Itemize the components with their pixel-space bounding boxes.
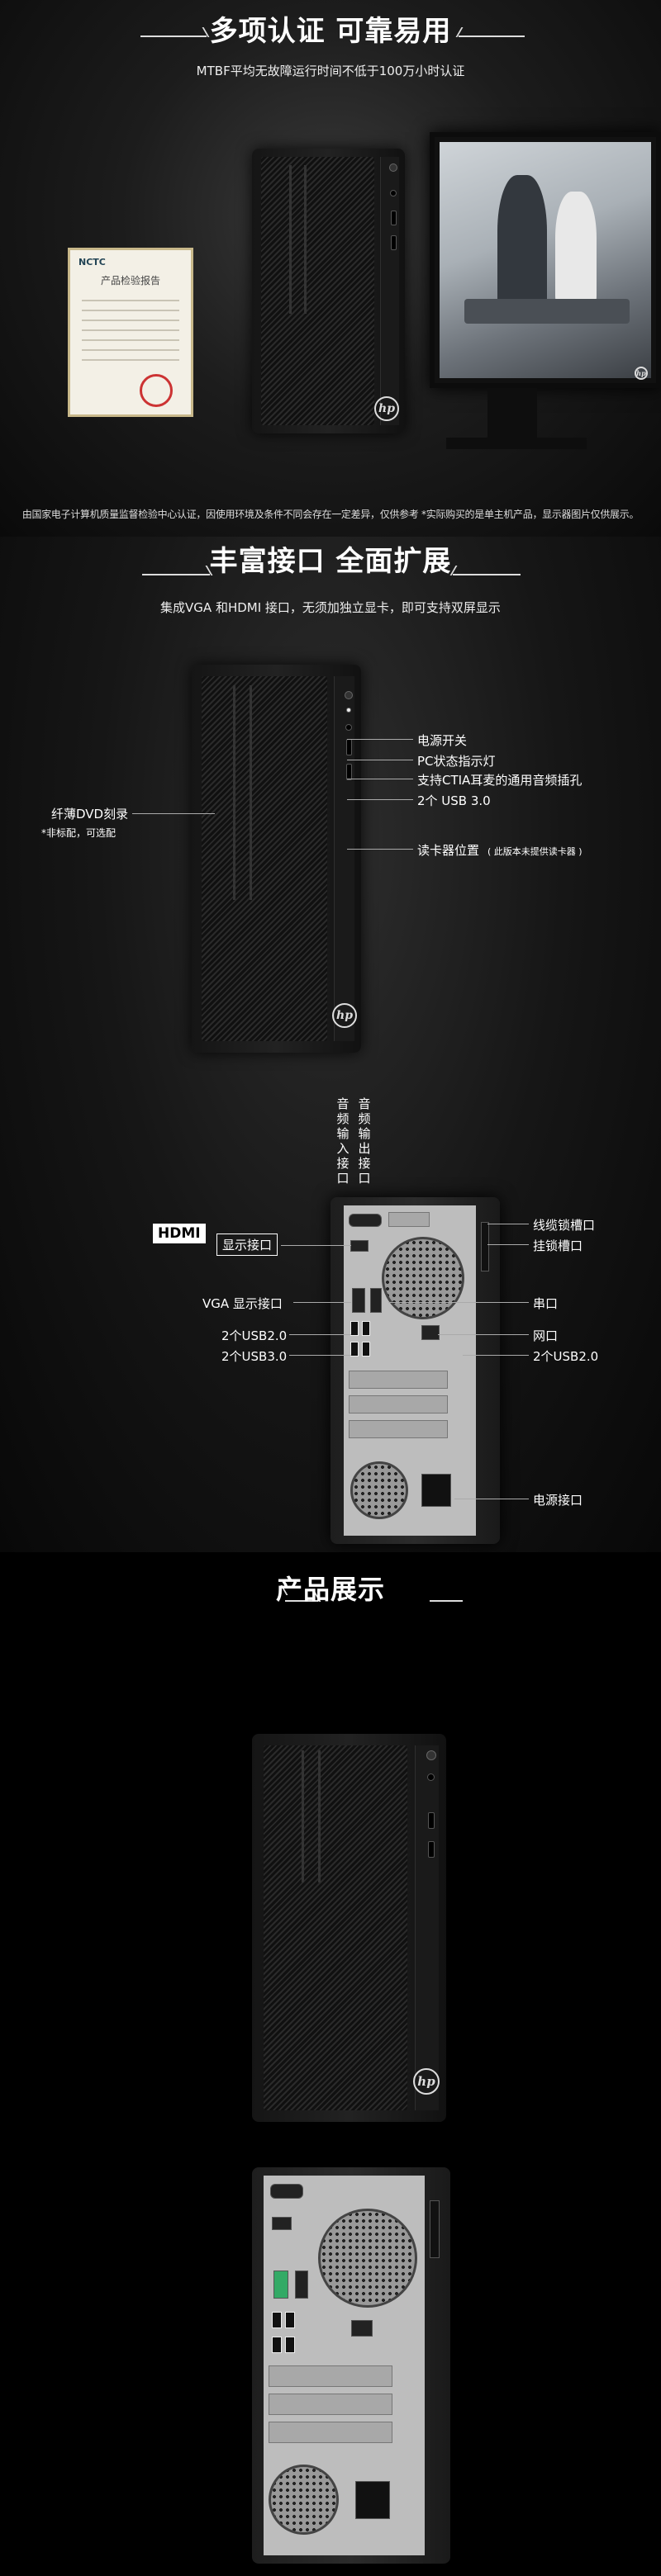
certificate-title: 产品检验报告: [100, 275, 160, 286]
reliability-footnote: 由国家电子计算机质量监督检验中心认证，因使用环境及条件不同会存在一定差异，仅供参…: [21, 509, 640, 520]
usb-port: [346, 739, 352, 755]
label-power-switch: 电源开关: [417, 733, 468, 748]
rear-fan: [318, 2209, 417, 2308]
usb-port: [362, 1342, 370, 1357]
label-usb3: 2个 USB 3.0: [417, 793, 491, 808]
expansion-slot: [349, 1420, 448, 1438]
label-audio-in: 音频输入接口: [336, 1096, 350, 1186]
psu-fan: [269, 2465, 339, 2535]
heading-decor-right: [430, 1600, 463, 1602]
person-silhouette: [555, 192, 597, 307]
showcase-section: 产品展示 hp: [0, 1552, 661, 2576]
heading-decor-left: [140, 36, 207, 37]
monitor-image: hp: [430, 132, 661, 388]
label-usb2-left: 2个USB2.0: [221, 1328, 288, 1343]
power-connector: [355, 2481, 390, 2519]
label-card-reader: 读卡器位置: [417, 843, 480, 858]
label-display-port: 显示接口: [216, 1234, 278, 1256]
power-button: [389, 163, 397, 172]
label-cable-lock: 线缆锁槽口: [533, 1218, 596, 1233]
tower-front-image: hp: [252, 1734, 446, 2122]
reliability-heading: 多项认证 可靠易用: [209, 15, 452, 48]
usb-port: [428, 1812, 435, 1829]
reliability-subtitle: MTBF平均无故障运行时间不低于100万小时认证: [196, 64, 465, 78]
hdmi-port: [350, 1240, 369, 1252]
tower-rear-image: [252, 2167, 450, 2564]
vga-port: [273, 2271, 288, 2299]
serial-port: [370, 1288, 382, 1313]
audio-jacks: [349, 1214, 382, 1227]
usb-port: [285, 2312, 295, 2328]
showcase-heading: 产品展示: [275, 1574, 385, 1605]
usb-port: [346, 764, 352, 780]
vga-port: [352, 1288, 365, 1313]
audio-jack: [427, 1773, 435, 1781]
expansion-slot: [349, 1395, 448, 1413]
label-usb2-right: 2个USB2.0: [533, 1349, 599, 1364]
heading-decor-right: [453, 574, 521, 575]
psu-fan: [350, 1461, 408, 1519]
audio-jack: [345, 724, 352, 731]
expansion-slot: [269, 2422, 392, 2443]
tower-rear-image: [330, 1197, 500, 1544]
interfaces-subtitle: 集成VGA 和HDMI 接口，无须加独立显卡，即可支持双屏显示: [160, 600, 501, 615]
usb-port: [391, 211, 397, 225]
expansion-slot: [269, 2365, 392, 2387]
certificate-seal: [140, 374, 173, 407]
lock-slot: [481, 1222, 489, 1271]
usb-port: [428, 1841, 435, 1858]
power-button: [426, 1750, 436, 1760]
status-led: [346, 708, 351, 713]
interfaces-heading: 丰富接口 全面扩展: [209, 545, 452, 578]
heading-decor-left: [142, 574, 210, 575]
reliability-section: 多项认证 可靠易用 MTBF平均无故障运行时间不低于100万小时认证 NCTC …: [0, 0, 661, 537]
hp-logo-icon: hp: [374, 396, 399, 421]
usb-port: [391, 235, 397, 250]
usb-port: [272, 2312, 282, 2328]
hp-logo-icon: hp: [635, 367, 648, 380]
label-hdmi: HDMI: [153, 1224, 206, 1243]
usb-port: [272, 2337, 282, 2353]
power-button: [345, 691, 353, 699]
label-audio-jack: 支持CTIA耳麦的通用音频插孔: [417, 773, 583, 788]
expansion-slot: [349, 1371, 448, 1389]
label-dvd-drive: 纤薄DVD刻录: [51, 807, 129, 822]
label-audio-out: 音频输出接口: [358, 1096, 371, 1186]
label-serial: 串口: [533, 1296, 559, 1311]
label-dvd-note: *非标配，可选配: [41, 827, 117, 839]
audio-jacks: [270, 2184, 303, 2199]
certificate-image: NCTC 产品检验报告: [68, 248, 193, 417]
label-padlock: 挂锁槽口: [533, 1238, 583, 1253]
audio-jack: [390, 190, 397, 197]
monitor-base: [446, 438, 587, 449]
hp-logo-icon: hp: [332, 1003, 357, 1028]
tower-front-image: hp: [192, 665, 361, 1053]
lock-slot: [430, 2200, 440, 2258]
tower-front-image: hp: [252, 149, 405, 433]
usb-port: [362, 1321, 370, 1336]
usb-port: [350, 1321, 359, 1336]
lan-port: [351, 2320, 373, 2337]
label-vga: VGA 显示接口: [202, 1296, 283, 1311]
monitor-stand: [487, 388, 537, 446]
label-card-reader-note: ( 此版本未提供读卡器 ): [487, 846, 583, 857]
usb-port: [350, 1342, 359, 1357]
lan-port: [421, 1325, 440, 1340]
serial-port: [295, 2271, 308, 2299]
label-usb3-left: 2个USB3.0: [221, 1349, 288, 1364]
expansion-slot: [269, 2394, 392, 2415]
label-lan: 网口: [533, 1328, 559, 1343]
hdmi-port: [272, 2217, 292, 2230]
usb-port: [285, 2337, 295, 2353]
power-connector: [421, 1474, 451, 1507]
interfaces-section: 丰富接口 全面扩展 集成VGA 和HDMI 接口，无须加独立显卡，即可支持双屏显…: [0, 537, 661, 1552]
certificate-logo: NCTC: [78, 257, 106, 268]
label-status-led: PC状态指示灯: [417, 754, 496, 769]
hp-logo-icon: hp: [413, 2068, 440, 2095]
rear-fan: [382, 1237, 464, 1319]
heading-decor-right: [459, 36, 525, 37]
person-silhouette: [497, 175, 547, 315]
label-power-connector: 电源接口: [533, 1493, 583, 1508]
